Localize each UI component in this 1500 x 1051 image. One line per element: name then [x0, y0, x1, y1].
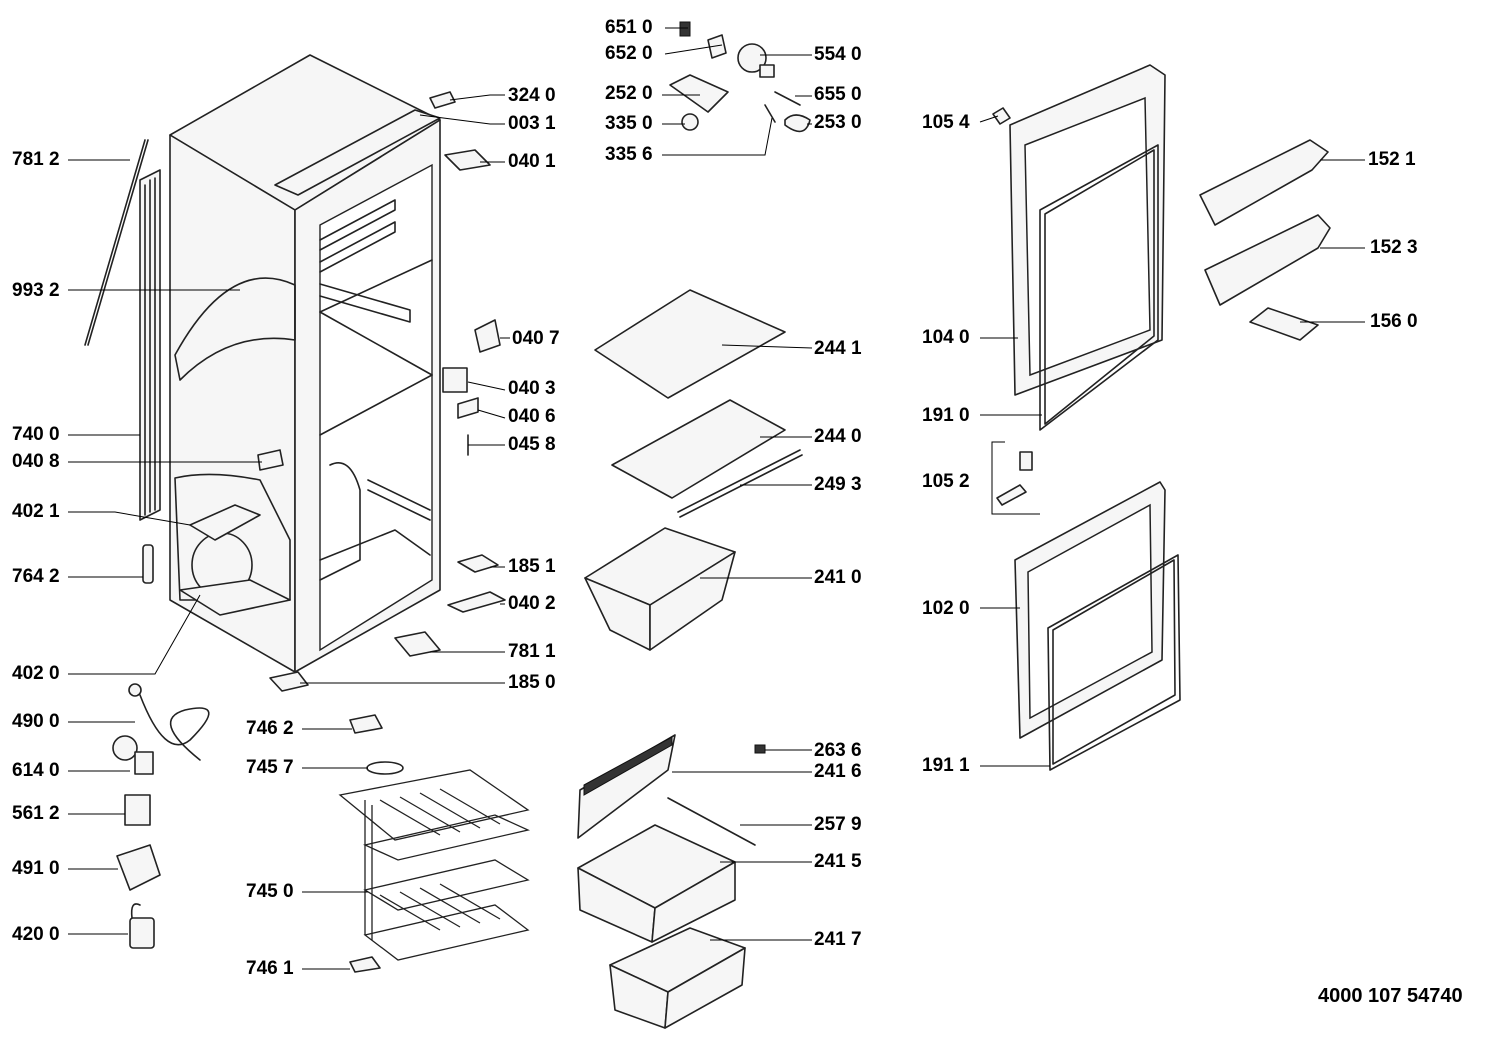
- part-label-185-1: 185 1: [508, 556, 556, 577]
- part-label-491-0: 491 0: [12, 858, 60, 879]
- part-label-102-0: 102 0: [922, 598, 970, 619]
- part-label-045-8: 045 8: [508, 434, 556, 455]
- part-label-402-1: 402 1: [12, 501, 60, 522]
- part-label-040-7: 040 7: [512, 328, 560, 349]
- part-label-241-5: 241 5: [814, 851, 862, 872]
- part-label-191-0: 191 0: [922, 405, 970, 426]
- part-label-263-6: 263 6: [814, 740, 862, 761]
- part-label-252-0: 252 0: [605, 83, 653, 104]
- part-label-104-0: 104 0: [922, 327, 970, 348]
- part-label-614-0: 614 0: [12, 760, 60, 781]
- part-label-402-0: 402 0: [12, 663, 60, 684]
- compressor-drawing: [179, 504, 291, 616]
- part-label-040-3: 040 3: [508, 378, 556, 399]
- fridge-shelves-drawing: [577, 289, 803, 1029]
- part-label-040-8: 040 8: [12, 451, 60, 472]
- door-bins-drawing: [1199, 139, 1331, 341]
- part-label-253-0: 253 0: [814, 112, 862, 133]
- part-label-257-9: 257 9: [814, 814, 862, 835]
- part-label-185-0: 185 0: [508, 672, 556, 693]
- part-label-191-1: 191 1: [922, 755, 970, 776]
- thermostat-drawing: [669, 21, 811, 133]
- part-label-249-3: 249 3: [814, 474, 862, 495]
- part-label-554-0: 554 0: [814, 44, 862, 65]
- document-number: 4000 107 54740: [1318, 985, 1463, 1007]
- part-label-152-3: 152 3: [1370, 237, 1418, 258]
- part-label-105-2: 105 2: [922, 471, 970, 492]
- electrical-components-drawing: [112, 683, 210, 949]
- part-label-335-6: 335 6: [605, 144, 653, 165]
- part-label-152-1: 152 1: [1368, 149, 1416, 170]
- part-label-156-0: 156 0: [1370, 311, 1418, 332]
- part-label-040-6: 040 6: [508, 406, 556, 427]
- part-label-993-2: 993 2: [12, 280, 60, 301]
- part-label-746-1: 746 1: [246, 958, 294, 979]
- part-label-781-2: 781 2: [12, 149, 60, 170]
- part-label-040-2: 040 2: [508, 593, 556, 614]
- part-label-740-0: 740 0: [12, 424, 60, 445]
- part-label-040-1: 040 1: [508, 151, 556, 172]
- cabinet-drawing: [169, 54, 441, 673]
- part-label-561-2: 561 2: [12, 803, 60, 824]
- condenser-drawing: [84, 139, 161, 584]
- part-label-105-4: 105 4: [922, 112, 970, 133]
- part-label-244-0: 244 0: [814, 426, 862, 447]
- doors-drawing: [991, 64, 1181, 771]
- leader-lines: [68, 27, 1365, 970]
- part-label-652-0: 652 0: [605, 43, 653, 64]
- part-label-490-0: 490 0: [12, 711, 60, 732]
- part-label-003-1: 003 1: [508, 113, 556, 134]
- part-label-244-1: 244 1: [814, 338, 862, 359]
- part-label-781-1: 781 1: [508, 641, 556, 662]
- freezer-grids-drawing: [338, 714, 531, 973]
- part-label-655-0: 655 0: [814, 84, 862, 105]
- part-label-241-6: 241 6: [814, 761, 862, 782]
- part-label-335-0: 335 0: [605, 113, 653, 134]
- part-label-764-2: 764 2: [12, 566, 60, 587]
- brackets-drawing: [257, 91, 506, 692]
- part-label-420-0: 420 0: [12, 924, 60, 945]
- part-label-241-7: 241 7: [814, 929, 862, 950]
- part-label-651-0: 651 0: [605, 17, 653, 38]
- part-label-745-0: 745 0: [246, 881, 294, 902]
- part-label-324-0: 324 0: [508, 85, 556, 106]
- part-label-241-0: 241 0: [814, 567, 862, 588]
- part-label-746-2: 746 2: [246, 718, 294, 739]
- part-label-745-7: 745 7: [246, 757, 294, 778]
